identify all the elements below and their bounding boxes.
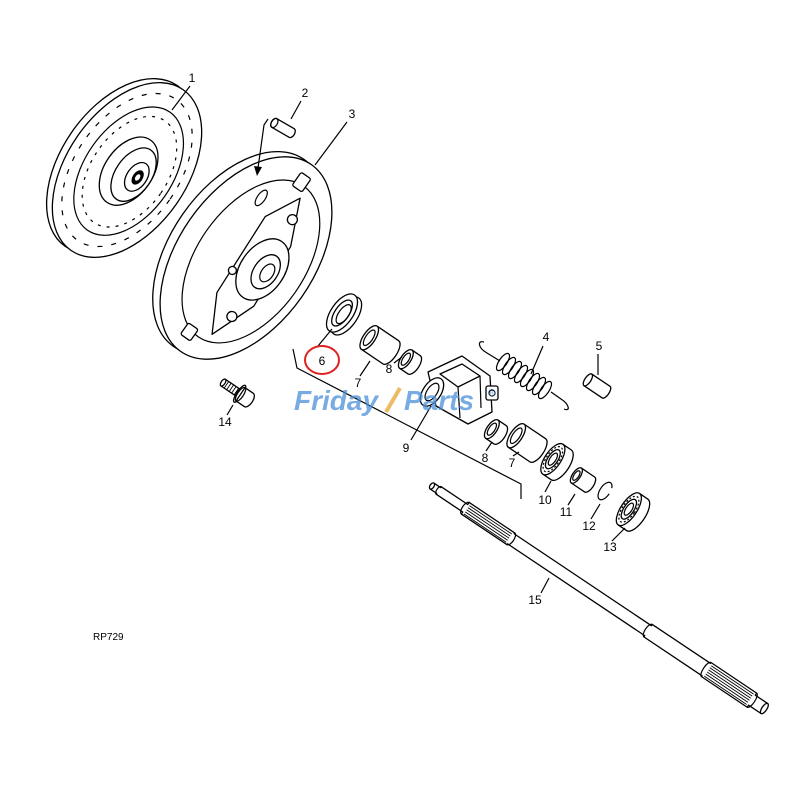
leader-15 (540, 577, 550, 594)
callout-4: 4 (543, 330, 550, 344)
part-7-bushing-upper (359, 324, 401, 365)
leader-12 (590, 503, 601, 520)
part-10-bearing (540, 442, 574, 481)
part-2-pin (270, 117, 296, 139)
leader-7-upper (359, 360, 371, 377)
figure-code: RP729 (93, 632, 124, 643)
part-15-shaft (428, 482, 769, 715)
part-14-bolt (219, 378, 256, 408)
callout-15: 15 (528, 593, 542, 607)
leader-3 (314, 121, 348, 166)
callout-10: 10 (538, 493, 552, 507)
leader-8-lower (485, 441, 493, 452)
part-6-seal (325, 293, 363, 336)
part-9-fork (419, 355, 499, 425)
part-11-bushing (569, 467, 597, 493)
callout-12: 12 (582, 519, 596, 533)
callout-9: 9 (403, 441, 410, 455)
watermark-left: Friday (294, 385, 379, 416)
watermark-registered-mark: ® (488, 388, 496, 399)
part-1-clutch-disc (45, 77, 203, 258)
watermark-right: Parts (404, 385, 474, 416)
callout-2: 2 (302, 86, 309, 100)
callout-8-lower: 8 (482, 451, 489, 465)
part-13-bearing (615, 492, 651, 532)
leader-8-upper (393, 356, 403, 364)
part-12-snap-ring (597, 481, 613, 501)
watermark-slash (384, 386, 402, 414)
callout-3: 3 (349, 107, 356, 121)
highlight-circle (304, 345, 340, 375)
callout-1: 1 (189, 71, 196, 85)
watermark-logo: Friday Parts ® (294, 385, 496, 416)
callout-11: 11 (560, 505, 573, 519)
leader-1 (171, 85, 191, 111)
part-8-ring-upper (397, 349, 423, 375)
leader-2 (290, 100, 302, 120)
leader-7-lower (512, 451, 520, 457)
leader-11 (567, 493, 576, 506)
callout-6: 6 (319, 354, 326, 368)
leader-13 (611, 527, 626, 542)
leader-9 (410, 405, 432, 441)
callout-8-upper: 8 (386, 362, 393, 376)
assembly-bracket-line (292, 348, 522, 499)
part-3-pressure-plate (152, 150, 333, 360)
leader-14 (226, 404, 234, 416)
callout-14: 14 (218, 415, 232, 429)
callout-13: 13 (603, 540, 617, 554)
leader-4 (530, 345, 544, 375)
leader-6 (317, 328, 333, 347)
callout-7-lower: 7 (509, 456, 516, 470)
callout-7-upper: 7 (355, 376, 362, 390)
pin-2-location-line (257, 118, 269, 169)
arrow-down-icon (254, 166, 262, 176)
part-5-pin (582, 373, 612, 399)
callout-5: 5 (596, 339, 603, 353)
part-8-ring-lower (483, 419, 509, 445)
leader-10 (544, 480, 552, 493)
